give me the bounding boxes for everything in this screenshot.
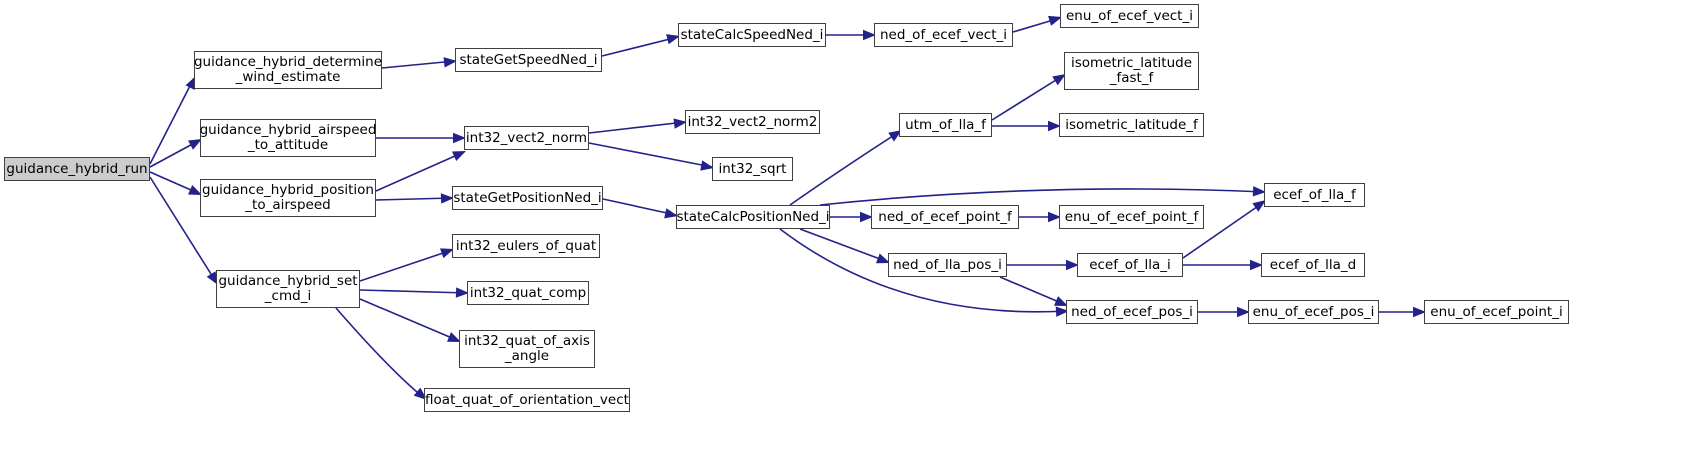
call-edge <box>359 298 460 342</box>
call-edge <box>375 151 465 192</box>
graph-node-isometric_latitude_fast_f[interactable]: isometric_latitude _fast_f <box>1064 52 1199 90</box>
call-edge <box>149 139 201 168</box>
graph-node-isometric_latitude_f[interactable]: isometric_latitude_f <box>1059 113 1204 137</box>
graph-node-enu_of_ecef_pos_i[interactable]: enu_of_ecef_pos_i <box>1248 300 1379 324</box>
graph-node-enu_of_ecef_point_f[interactable]: enu_of_ecef_point_f <box>1059 205 1204 229</box>
call-edge <box>1012 17 1061 33</box>
graph-node-guidance_hybrid_determine_wind_estimate[interactable]: guidance_hybrid_determine _wind_estimate <box>194 51 382 89</box>
graph-node-stateGetPositionNed_i[interactable]: stateGetPositionNed_i <box>452 186 603 210</box>
call-edge <box>819 188 1265 206</box>
graph-node-ned_of_lla_pos_i[interactable]: ned_of_lla_pos_i <box>888 253 1007 277</box>
graph-node-ecef_of_lla_f[interactable]: ecef_of_lla_f <box>1264 183 1365 207</box>
graph-node-ned_of_ecef_vect_i[interactable]: ned_of_ecef_vect_i <box>874 23 1013 47</box>
call-edge <box>601 36 679 57</box>
call-edge <box>359 249 453 282</box>
graph-node-ned_of_ecef_pos_i[interactable]: ned_of_ecef_pos_i <box>1066 300 1198 324</box>
graph-node-int32_vect2_norm[interactable]: int32_vect2_norm <box>464 126 589 150</box>
call-edge <box>375 197 453 201</box>
call-edge <box>602 198 677 216</box>
graph-node-enu_of_ecef_vect_i[interactable]: enu_of_ecef_vect_i <box>1060 4 1199 28</box>
graph-node-int32_quat_comp[interactable]: int32_quat_comp <box>467 281 589 305</box>
graph-node-guidance_hybrid_run[interactable]: guidance_hybrid_run <box>4 157 150 181</box>
graph-node-ecef_of_lla_i[interactable]: ecef_of_lla_i <box>1077 253 1183 277</box>
graph-node-ecef_of_lla_d[interactable]: ecef_of_lla_d <box>1261 253 1365 277</box>
graph-node-guidance_hybrid_airspeed_to_attitude[interactable]: guidance_hybrid_airspeed _to_attitude <box>200 119 376 157</box>
graph-node-stateCalcSpeedNed_i[interactable]: stateCalcSpeedNed_i <box>678 23 826 47</box>
graph-node-ned_of_ecef_point_f[interactable]: ned_of_ecef_point_f <box>871 205 1019 229</box>
graph-node-guidance_hybrid_set_cmd_i[interactable]: guidance_hybrid_set _cmd_i <box>216 270 360 308</box>
graph-node-stateCalcPositionNed_i[interactable]: stateCalcPositionNed_i <box>676 205 830 229</box>
graph-node-int32_eulers_of_quat[interactable]: int32_eulers_of_quat <box>452 234 600 258</box>
call-edge <box>149 77 195 165</box>
graph-node-int32_sqrt[interactable]: int32_sqrt <box>712 157 793 181</box>
call-edge <box>359 289 468 294</box>
graph-node-int32_quat_of_axis_angle[interactable]: int32_quat_of_axis _angle <box>459 330 595 368</box>
call-edge <box>588 121 686 134</box>
call-edge <box>335 307 425 399</box>
call-edge <box>991 74 1065 121</box>
call-edge <box>381 60 456 69</box>
graph-node-enu_of_ecef_point_i[interactable]: enu_of_ecef_point_i <box>1424 300 1569 324</box>
call-edge <box>149 171 201 195</box>
graph-node-stateGetSpeedNed_i[interactable]: stateGetSpeedNed_i <box>455 48 602 72</box>
call-edge <box>999 276 1067 306</box>
graph-node-int32_vect2_norm2[interactable]: int32_vect2_norm2 <box>685 110 820 134</box>
graph-node-float_quat_of_orientation_vect[interactable]: float_quat_of_orientation_vect <box>424 388 630 412</box>
call-edge <box>789 131 900 206</box>
call-edge <box>799 228 889 263</box>
graph-node-utm_of_lla_f[interactable]: utm_of_lla_f <box>899 113 992 137</box>
call-edge <box>588 142 713 168</box>
graph-node-guidance_hybrid_position_to_airspeed[interactable]: guidance_hybrid_position _to_airspeed <box>200 179 376 217</box>
